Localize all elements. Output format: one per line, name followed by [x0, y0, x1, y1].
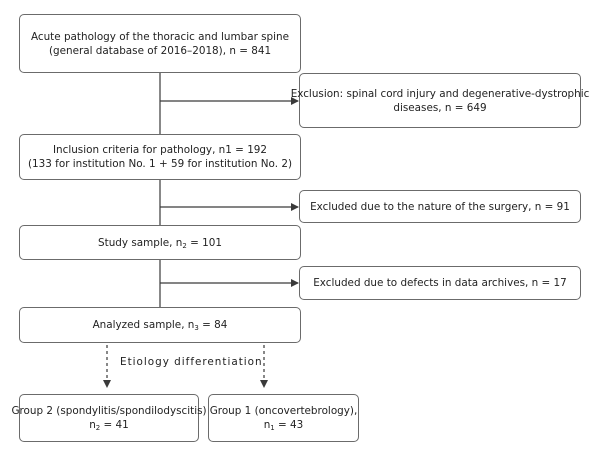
analyzed-sample-box: Analyzed sample, n3 = 84	[19, 307, 301, 343]
inclusion-line-1: Inclusion criteria for pathology, n1 = 1…	[52, 144, 268, 156]
exclusion-3-line-1: Excluded due to defects in data archives…	[313, 277, 567, 289]
analyzed-sample-label: Analyzed sample, n3 = 84	[93, 318, 228, 332]
exclusion-box-2: Excluded due to the nature of the surger…	[299, 190, 581, 223]
exclusion-box-3: Excluded due to defects in data archives…	[299, 266, 581, 300]
group-2-prefix: n	[89, 419, 96, 431]
exclusion-box-1: Exclusion: spinal cord injury and degene…	[291, 73, 589, 128]
group-1-box: Group 1 (oncovertebrology), n1 = 43	[208, 394, 359, 442]
study-sample-box: Study sample, n2 = 101	[19, 225, 301, 260]
group-2-count: n2 = 41	[89, 418, 129, 432]
study-sample-sub: 2	[182, 241, 187, 250]
group-1-sub: 1	[270, 424, 275, 432]
group-1-line-1: Group 1 (oncovertebrology),	[209, 405, 358, 417]
etiology-differentiation-label: Etiology differentiation	[120, 355, 263, 369]
total-database-box: Acute pathology of the thoracic and lumb…	[19, 14, 301, 73]
total-line-2: (general database of 2016–2018), n = 841	[48, 44, 272, 57]
inclusion-line-2: (133 for institution No. 1 + 59 for inst…	[27, 158, 292, 170]
group-1-suffix: = 43	[274, 419, 304, 431]
exclusion-1-line-2: diseases, n = 649	[393, 101, 487, 114]
exclusion-2-line-1: Excluded due to the nature of the surger…	[310, 200, 570, 213]
study-sample-label: Study sample, n2 = 101	[98, 236, 222, 250]
study-sample-suffix: = 101	[186, 236, 222, 249]
analyzed-sample-prefix: Analyzed sample, n	[92, 319, 195, 331]
inclusion-box: Inclusion criteria for pathology, n1 = 1…	[19, 134, 301, 180]
analyzed-sample-suffix: = 84	[198, 319, 228, 331]
exclusion-1-line-1: Exclusion: spinal cord injury and degene…	[290, 87, 590, 100]
group-2-box: Group 2 (spondylitis/spondilodyscitis) n…	[11, 394, 207, 442]
group-1-prefix: n	[263, 419, 271, 431]
group-2-line-1: Group 2 (spondylitis/spondilodyscitis)	[11, 405, 207, 417]
analyzed-sample-sub: 3	[194, 324, 199, 332]
total-line-1: Acute pathology of the thoracic and lumb…	[30, 30, 290, 43]
group-2-sub: 2	[95, 424, 101, 432]
group-1-count: n1 = 43	[264, 418, 304, 432]
study-sample-prefix: Study sample, n	[98, 236, 183, 249]
group-2-suffix: = 41	[100, 419, 129, 431]
